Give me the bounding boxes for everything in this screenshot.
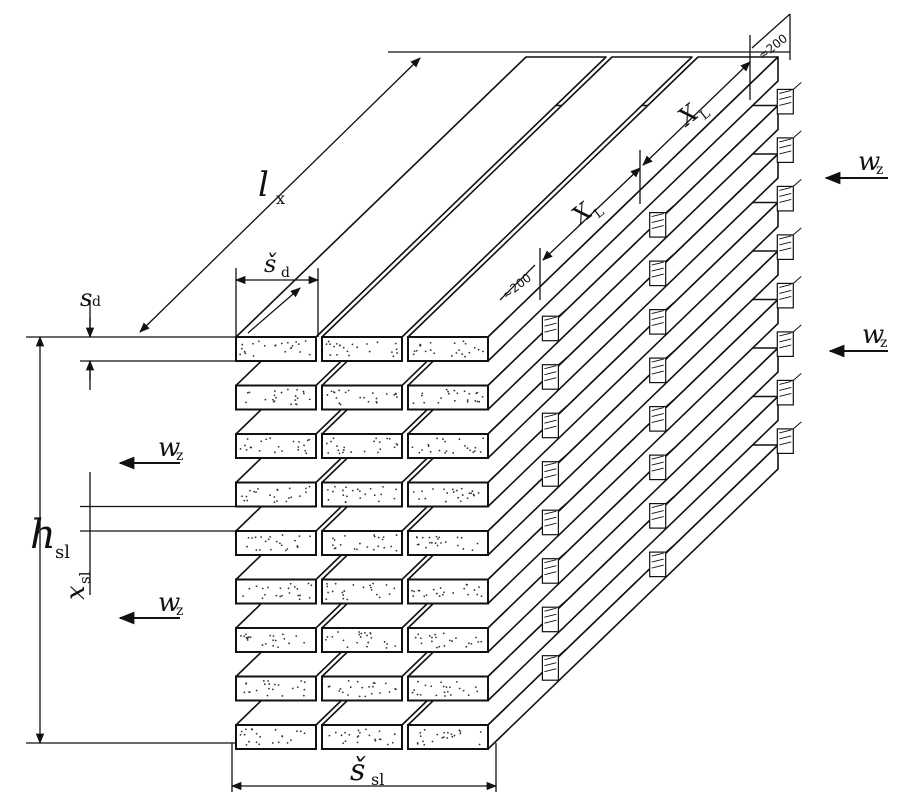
sticker-2 [541, 357, 567, 390]
svg-text:sl: sl [371, 770, 384, 789]
sticker-1 [649, 350, 675, 384]
sticker-thickness-label: x sl [61, 571, 94, 600]
sticker-1 [649, 205, 675, 238]
spacing-dimension [542, 167, 641, 261]
sticker-0 [776, 227, 802, 260]
svg-text:z: z [176, 448, 183, 464]
svg-text:š: š [264, 250, 277, 278]
sticker-1 [649, 399, 675, 432]
airflow-arrow-right-bottom: w z [828, 320, 888, 358]
sticker-0 [776, 421, 802, 454]
svg-text:d: d [281, 265, 290, 281]
sticker-2 [541, 551, 567, 584]
sticker-2 [541, 405, 567, 439]
board-stack [235, 56, 779, 750]
sticker-0 [776, 276, 802, 309]
sticker-2 [541, 454, 567, 487]
svg-text:z: z [176, 603, 183, 619]
length-label: l x [258, 165, 285, 208]
svg-text:z: z [880, 335, 887, 351]
offset-leader [751, 13, 791, 49]
svg-text:w: w [862, 320, 884, 350]
svg-text:š: š [350, 753, 366, 788]
offset-leader [499, 264, 536, 301]
sticker-2 [541, 648, 567, 681]
svg-text:z: z [876, 162, 883, 178]
sticker-2 [541, 599, 567, 633]
sticker-2 [541, 308, 567, 342]
sticker-1 [649, 447, 675, 481]
sticker-0 [776, 324, 802, 357]
svg-text:s: s [80, 284, 92, 312]
svg-text:w: w [858, 147, 880, 177]
svg-text:sl: sl [55, 542, 70, 563]
svg-text:l: l [258, 165, 269, 205]
length-dimension [139, 57, 421, 333]
sticker-1 [649, 253, 675, 287]
board-width-label: š d [264, 250, 290, 281]
sticker-1 [649, 302, 675, 335]
stack-height-label: h sl [30, 512, 70, 563]
airflow-arrow-right-top: w z [824, 147, 888, 185]
sticker-strips [541, 82, 802, 681]
sticker-0 [776, 130, 802, 163]
sticker-1 [649, 544, 675, 578]
stack-width-label: š sl [350, 753, 384, 789]
sticker-2 [541, 502, 567, 536]
svg-text:d: d [92, 294, 101, 310]
svg-text:sl: sl [76, 571, 94, 584]
airflow-arrow-left-bottom: w z [118, 588, 183, 625]
svg-text:x: x [61, 585, 91, 600]
svg-text:w: w [158, 588, 180, 618]
sticker-0 [776, 179, 802, 212]
airflow-arrow-left-top: w z [118, 433, 183, 470]
board-thickness-label: s d [80, 284, 101, 312]
svg-text:w: w [158, 433, 180, 463]
svg-text:x: x [276, 189, 285, 208]
spacing-dimension [642, 61, 751, 166]
sticker-1 [649, 496, 675, 529]
sticker-0 [776, 82, 802, 115]
dimension-lines [26, 13, 791, 792]
sticker-0 [776, 373, 802, 406]
svg-text:h: h [30, 512, 56, 558]
